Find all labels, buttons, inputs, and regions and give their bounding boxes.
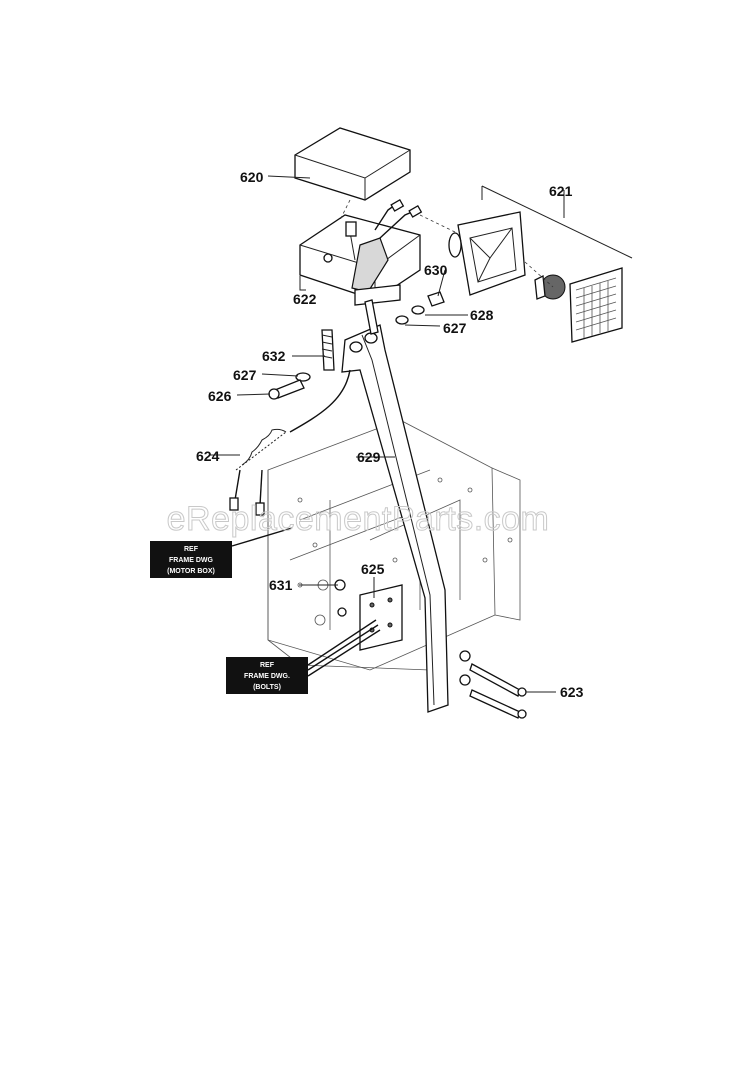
label-622: 622 (293, 291, 317, 307)
ref-motor-line1: REF (184, 546, 199, 553)
plate-625 (314, 579, 403, 651)
label-627-right: 627 (443, 320, 467, 336)
label-625: 625 (361, 561, 385, 577)
light-housing (299, 214, 421, 306)
hardware (268, 291, 445, 400)
ref-motor-line3: (MOTOR BOX) (167, 568, 215, 575)
ref-box-bolts: REF FRAME DWG. (BOLTS) (226, 657, 308, 694)
coiled-cord (229, 369, 351, 516)
part-labels: 620 621 622 623 624 625 626 627 627 628 … (196, 169, 584, 700)
label-629: 629 (357, 449, 381, 465)
mounting-bracket (341, 324, 471, 713)
leader-lines (210, 175, 633, 693)
label-624: 624 (196, 448, 220, 464)
wire-harness (339, 199, 456, 239)
watermark: eReplacementParts.com (167, 500, 550, 538)
label-626: 626 (208, 388, 232, 404)
ref-bolts-line2: FRAME DWG. (244, 673, 290, 680)
motor-box-frame (267, 419, 521, 671)
label-621: 621 (549, 183, 573, 199)
bolts-623 (469, 663, 548, 719)
ref-box-motor-box: REF FRAME DWG (MOTOR BOX) (150, 541, 232, 578)
label-631: 631 (269, 577, 293, 593)
ref-motor-line2: FRAME DWG (169, 557, 213, 564)
label-630: 630 (424, 262, 448, 278)
lamp-assembly (448, 211, 623, 343)
label-623: 623 (560, 684, 584, 700)
ref-bolts-line3: (BOLTS) (253, 684, 281, 691)
label-627-left: 627 (233, 367, 257, 383)
ref-bolts-line1: REF (260, 662, 275, 669)
label-620: 620 (240, 169, 264, 185)
label-628: 628 (470, 307, 494, 323)
light-cover (294, 127, 411, 201)
label-632: 632 (262, 348, 286, 364)
